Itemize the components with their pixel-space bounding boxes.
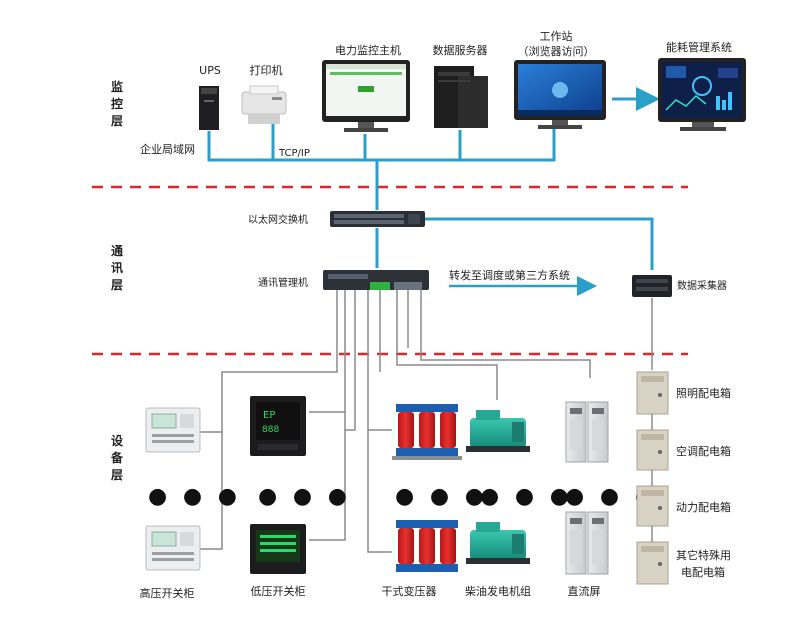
forward-label: 转发至调度或第三方系统 bbox=[449, 268, 570, 282]
ac-box-icon bbox=[636, 429, 669, 471]
generator-top-icon bbox=[466, 410, 530, 452]
monitor-host-icon bbox=[322, 60, 410, 132]
layer-comm-char3: 层 bbox=[111, 278, 123, 292]
monitor-host-label: 电力监控主机 bbox=[335, 43, 401, 57]
hv-ellipsis: ● ● ● bbox=[148, 484, 241, 509]
layer-device-char1: 设 bbox=[111, 433, 124, 448]
special-box-label-line1: 其它特殊用 bbox=[676, 548, 731, 562]
layer-comm-char2: 讯 bbox=[111, 261, 123, 275]
layer-label-device: 设 备 层 bbox=[110, 433, 124, 482]
hv-cabinet-label: 高压开关柜 bbox=[140, 586, 195, 600]
lan-label: 企业局域网 bbox=[140, 142, 195, 156]
layer-comm-char1: 通 bbox=[111, 243, 123, 258]
energy-system-label: 能耗管理系统 bbox=[666, 40, 732, 54]
power-box-icon bbox=[636, 485, 669, 527]
ethernet-switch-icon bbox=[330, 211, 425, 227]
svg-text:888: 888 bbox=[262, 425, 279, 435]
layer-label-monitor: 监 控 层 bbox=[111, 79, 123, 128]
field-bus-lines bbox=[200, 290, 653, 553]
dc-screen-label: 直流屏 bbox=[568, 584, 601, 598]
comm-manager-icon bbox=[323, 270, 429, 290]
ups-icon bbox=[199, 86, 219, 130]
layer-label-comm: 通 讯 层 bbox=[111, 243, 123, 292]
energy-system-icon bbox=[658, 58, 746, 131]
dry-transformer-label: 干式变压器 bbox=[382, 584, 437, 598]
workstation-icon bbox=[514, 60, 606, 129]
svg-text:EP: EP bbox=[263, 410, 275, 421]
printer-icon bbox=[241, 85, 287, 124]
layer-monitor-char3: 层 bbox=[111, 114, 123, 128]
special-box-label-line2: 电配电箱 bbox=[681, 565, 725, 579]
hv-relay-bottom-icon bbox=[145, 525, 201, 571]
ups-label: UPS bbox=[199, 64, 221, 77]
layer-device-char2: 备 bbox=[110, 450, 124, 465]
transformer-top-icon bbox=[392, 404, 462, 460]
lan-bus bbox=[207, 122, 654, 270]
diesel-generator-label: 柴油发电机组 bbox=[465, 584, 531, 598]
generator-bottom-icon bbox=[466, 522, 530, 564]
layer-device-char3: 层 bbox=[111, 468, 123, 482]
lighting-box-icon bbox=[636, 371, 669, 415]
lighting-box-label: 照明配电箱 bbox=[676, 386, 731, 400]
lv-ellipsis: ● ● ● bbox=[258, 484, 351, 509]
lv-meter-top-icon: EP 888 bbox=[250, 396, 306, 456]
switch-label: 以太网交换机 bbox=[248, 213, 308, 226]
transformer-bottom-icon bbox=[396, 520, 458, 572]
printer-label: 打印机 bbox=[250, 63, 283, 77]
tcpip-label: TCP/IP bbox=[278, 148, 310, 159]
data-server-label: 数据服务器 bbox=[433, 43, 488, 57]
comm-manager-label: 通讯管理机 bbox=[258, 276, 308, 289]
power-box-label: 动力配电箱 bbox=[676, 500, 731, 514]
collector-label: 数据采集器 bbox=[677, 279, 727, 292]
hv-relay-top-icon bbox=[145, 407, 201, 453]
data-collector-icon bbox=[632, 275, 672, 297]
dc-screen-bottom-icon bbox=[565, 511, 609, 575]
workstation-label-line1: 工作站 bbox=[540, 29, 573, 43]
special-box-icon bbox=[636, 541, 669, 585]
data-server-icon bbox=[434, 66, 488, 128]
dc-screen-top-icon bbox=[565, 401, 609, 463]
workstation-label-line2: （浏览器访问） bbox=[518, 44, 595, 58]
lv-meter-bottom-icon bbox=[250, 524, 306, 574]
transformer-ellipsis: ● ● ● bbox=[395, 484, 488, 509]
lv-cabinet-label: 低压开关柜 bbox=[251, 584, 306, 598]
generator-ellipsis: ● ● ● bbox=[480, 484, 573, 509]
layer-monitor-char1: 监 bbox=[111, 79, 123, 94]
layer-monitor-char2: 控 bbox=[111, 96, 123, 111]
ac-box-label: 空调配电箱 bbox=[676, 444, 731, 458]
